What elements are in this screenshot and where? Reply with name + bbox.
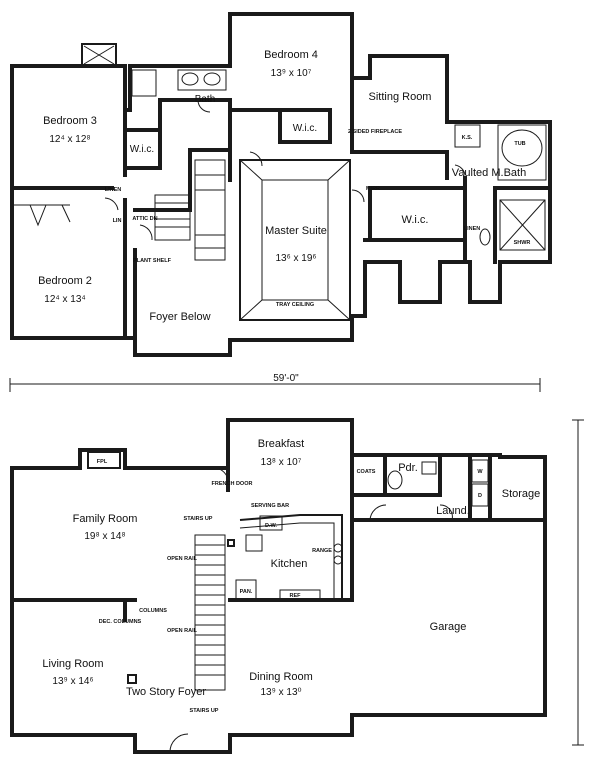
- overall-dimension-line: [9, 378, 584, 746]
- master-suite-name: Master Suite: [265, 225, 327, 237]
- vaulted-bath-label: Vaulted M.Bath: [452, 167, 526, 179]
- open-rail-upper-label: OPEN RAIL: [167, 556, 198, 562]
- french-door-label: FRENCH DOOR: [212, 481, 253, 487]
- linen-small-label: LIN: [113, 218, 122, 224]
- serving-bar-label: SERVING BAR: [251, 503, 289, 509]
- two-story-foyer-label: Two Story Foyer: [126, 686, 206, 698]
- family-room-dim: 19⁸ x 14⁸: [84, 531, 125, 542]
- garage-label: Garage: [430, 621, 467, 633]
- laundry-label: Laund.: [436, 505, 470, 517]
- dw-label: D.W.: [265, 523, 277, 529]
- columns-label: COLUMNS: [139, 608, 167, 614]
- attic-label: ATTIC DN: [132, 216, 157, 222]
- wic-center-label: W.i.c.: [293, 123, 317, 134]
- wic-right-label: W.i.c.: [402, 214, 429, 226]
- mirror-label: MIRR: [366, 186, 380, 192]
- bedroom-2-dim: 12⁴ x 13⁴: [44, 294, 85, 305]
- bedroom-3-name: Bedroom 3: [43, 115, 97, 127]
- tray-ceiling-note: TRAY CEILING: [276, 302, 314, 308]
- range-label: RANGE: [312, 548, 332, 554]
- fireplace-label: FPL: [97, 459, 108, 465]
- shower-label: SHWR: [514, 240, 531, 246]
- sitting-room-label: Sitting Room: [369, 91, 432, 103]
- plant-shelf-label: PLANT SHELF: [133, 258, 172, 264]
- bedroom-3-dim: 12⁴ x 12⁸: [49, 134, 90, 145]
- bedroom-2-name: Bedroom 2: [38, 275, 92, 287]
- living-room-name: Living Room: [42, 658, 103, 670]
- breakfast-name: Breakfast: [258, 438, 304, 450]
- pantry-label: PAN.: [240, 589, 253, 595]
- lower-floor: [10, 418, 547, 754]
- open-rail-lower-label: OPEN RAIL: [167, 628, 198, 634]
- bath-label: Bath: [195, 94, 216, 105]
- stairs-up-top-label: STAIRS UP: [184, 516, 213, 522]
- coats-label: COATS: [357, 469, 376, 475]
- foyer-below-label: Foyer Below: [149, 311, 210, 323]
- kitchen-label: Kitchen: [271, 558, 308, 570]
- bedroom-4-name: Bedroom 4: [264, 49, 318, 61]
- bedroom-4-dim: 13⁹ x 10⁷: [271, 68, 312, 79]
- breakfast-dim: 13⁸ x 10⁷: [261, 457, 302, 468]
- upper-floor: [10, 12, 552, 357]
- tub-label: TUB: [514, 141, 525, 147]
- master-suite-dim: 13⁶ x 19⁶: [275, 253, 316, 264]
- linen-right-label: LINEN: [464, 226, 481, 232]
- storage-label: Storage: [502, 488, 541, 500]
- dryer-label: D: [478, 493, 482, 499]
- powder-label: Pdr.: [398, 462, 418, 474]
- wic-left-label: W.i.c.: [130, 144, 154, 155]
- stairs-up-bottom-label: STAIRS UP: [190, 708, 219, 714]
- washer-label: W: [477, 469, 483, 475]
- ref-label: REF: [290, 593, 302, 599]
- dining-room-dim: 13⁹ x 13⁰: [260, 687, 301, 698]
- overall-dimension-label: 59'-0": [273, 373, 299, 384]
- family-room-name: Family Room: [73, 513, 138, 525]
- living-room-dim: 13⁹ x 14⁶: [52, 676, 93, 687]
- dining-room-name: Dining Room: [249, 671, 313, 683]
- ks-label: K.S.: [462, 135, 473, 141]
- linen-left-label: LINEN: [105, 187, 122, 193]
- dec-columns-label: DEC. COLUMNS: [99, 619, 142, 625]
- fireplace-note: 2 SIDED FIREPLACE: [348, 129, 402, 135]
